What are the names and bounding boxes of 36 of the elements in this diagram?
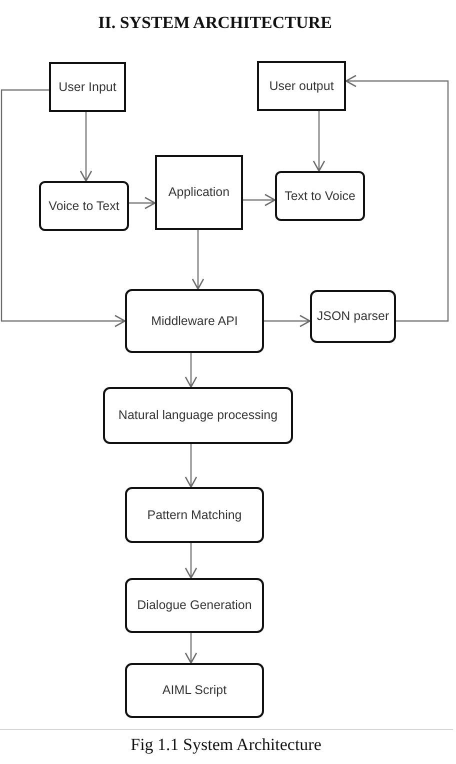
rounded-process-box: [103, 387, 293, 444]
arrow: [184, 543, 198, 579]
rounded-process-box: [310, 290, 396, 343]
arrow: [80, 112, 92, 182]
process-box: [49, 62, 126, 112]
arrow: [184, 633, 198, 664]
arrow: [184, 353, 198, 388]
rounded-process-box: [275, 171, 365, 221]
diagram-title: II. SYSTEM ARCHITECTURE: [98, 13, 332, 33]
arrow: [345, 74, 449, 322]
node-label: Voice to Text: [48, 198, 120, 214]
arrow: [184, 444, 198, 488]
node-label: User output: [269, 78, 334, 94]
rounded-process-box: [39, 181, 129, 231]
process-box: [155, 155, 243, 230]
node-label: JSON parser: [316, 309, 390, 324]
figure-caption: Fig 1.1 System Architecture: [130, 735, 322, 755]
process-box: [257, 61, 346, 111]
arrow: [243, 194, 276, 206]
arrow: [0, 89, 126, 328]
node-label: User Input: [58, 80, 116, 94]
arrow: [192, 230, 204, 290]
arrow: [129, 196, 156, 210]
node-label: Middleware API: [151, 314, 238, 328]
node-label: AIML Script: [162, 683, 227, 698]
rounded-process-box: [125, 663, 264, 718]
node-label: Application: [168, 185, 230, 200]
node-label: Pattern Matching: [147, 508, 242, 522]
rounded-process-box: [125, 487, 264, 543]
rounded-process-box: [125, 289, 264, 353]
node-label: Dialogue Generation: [137, 598, 252, 613]
rounded-process-box: [125, 578, 264, 633]
node-label: Text to Voice: [284, 188, 356, 204]
node-label: Natural language processing: [118, 408, 278, 423]
arrow: [312, 111, 326, 172]
arrow: [264, 314, 311, 328]
